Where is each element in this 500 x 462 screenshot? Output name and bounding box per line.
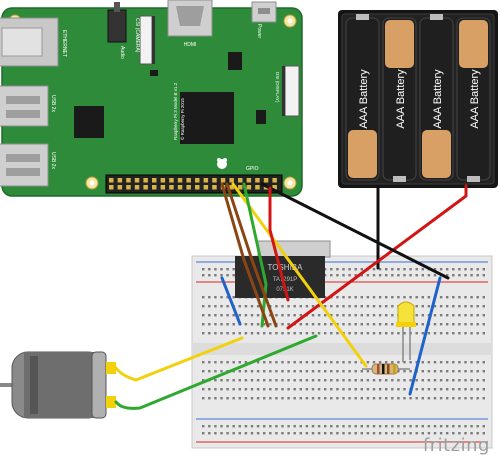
gpio-pin (134, 185, 140, 190)
gpio-pin (117, 178, 123, 183)
raspberry-logo-icon (217, 158, 227, 169)
wire-blue-left (220, 276, 242, 326)
audio-label: Audio (119, 46, 125, 59)
gpio-pin (272, 185, 277, 190)
gpio-pin (229, 178, 234, 183)
gpio-pin (117, 185, 123, 190)
gpio-pin (186, 185, 191, 190)
gpio-pin (272, 178, 277, 183)
gpio-label: GPIO (246, 166, 259, 172)
fritzing-watermark: fritzing (422, 435, 490, 456)
wire-yellow-motor (114, 336, 244, 382)
battery-label: AAA Battery (358, 69, 370, 129)
gpio-pin (238, 178, 243, 183)
gpio-pin (126, 178, 131, 183)
gpio-pin (212, 178, 217, 183)
chip-label-1: TOSHIBA (268, 263, 304, 272)
soc-chip (180, 92, 234, 144)
gpio-pin (246, 178, 252, 183)
gpio-pin (152, 185, 157, 190)
gpio-pin (169, 178, 174, 183)
power-label: Power (256, 24, 262, 39)
gpio-pin (186, 178, 191, 183)
wire-brown-gpio-2 (225, 182, 278, 328)
gpio-pin (126, 185, 131, 190)
battery-pack: AAA Battery AAA Battery AAA Battery AAA Bat… (338, 10, 498, 188)
wire-brown-gpio-1 (220, 182, 270, 328)
audio-jack (107, 9, 127, 43)
wire-green-motor (114, 334, 318, 410)
camera-label: CSI (CAMERA) (134, 18, 140, 53)
gpio-pin (109, 178, 114, 183)
battery-label: AAA Battery (432, 69, 444, 129)
gpio-pin (152, 178, 157, 183)
display-label: DSI (DISPLAY) (275, 72, 280, 103)
camera-connector (139, 15, 153, 65)
gpio-pin (134, 178, 140, 183)
board-model-text: Raspberry Pi 3 Model B v1.2 (173, 82, 178, 140)
raspberry-pi-board: ETHERNET USB 2x USB 2x Audio CSI (CAMERA… (0, 0, 303, 197)
gpio-pin (195, 178, 200, 183)
usb-label-2: USB 2x (50, 152, 56, 169)
board-copyright-text: © Raspberry Pi 2015 (179, 98, 185, 140)
wifi-chip (228, 52, 242, 70)
battery-label: AAA Battery (469, 69, 481, 129)
display-connector (284, 65, 300, 117)
gpio-pin (160, 178, 166, 183)
battery-cell: AAA Battery (419, 14, 454, 181)
gpio-pin (143, 178, 148, 183)
usb-port-1 (0, 85, 49, 127)
wire-blue-right (408, 276, 442, 396)
battery-label: AAA Battery (395, 69, 407, 129)
usb-lan-chip (74, 106, 104, 138)
gpio-pin (229, 185, 234, 190)
resistor (362, 363, 410, 375)
gpio-pin (143, 185, 148, 190)
wires (114, 182, 468, 410)
dc-motor (0, 351, 116, 419)
battery-cell: AAA Battery (456, 17, 491, 182)
gpio-pin (109, 185, 114, 190)
gpio-pin (220, 178, 226, 183)
wire-black-gpio (260, 182, 450, 280)
gpio-pin (160, 185, 166, 190)
gpio-pin (246, 185, 252, 190)
gpio-pin (177, 178, 183, 183)
wire-red-short (268, 186, 290, 302)
gpio-pin (169, 185, 174, 190)
usb-label-1: USB 2x (50, 95, 56, 112)
led-yellow (396, 301, 416, 362)
gpio-pin (203, 178, 209, 183)
gpio-pin (255, 185, 260, 190)
chip-label-2: TA7291P (273, 277, 298, 283)
ethernet-label: ETHERNET (61, 30, 67, 57)
gpio-pin (203, 185, 209, 190)
battery-cell: AAA Battery (345, 14, 380, 181)
gpio-pin (212, 185, 217, 190)
gpio-pin (263, 178, 269, 183)
hdmi-label: HDMI (184, 42, 197, 48)
gpio-pin (238, 185, 243, 190)
battery-cell: AAA Battery (382, 17, 417, 182)
wire-yellow-gpio (231, 182, 368, 368)
gpio-pin (195, 185, 200, 190)
wire-red-battery (286, 184, 468, 330)
gpio-header (105, 174, 283, 194)
usb-port-2 (0, 143, 49, 187)
gpio-pin (255, 178, 260, 183)
gpio-pin (177, 185, 183, 190)
